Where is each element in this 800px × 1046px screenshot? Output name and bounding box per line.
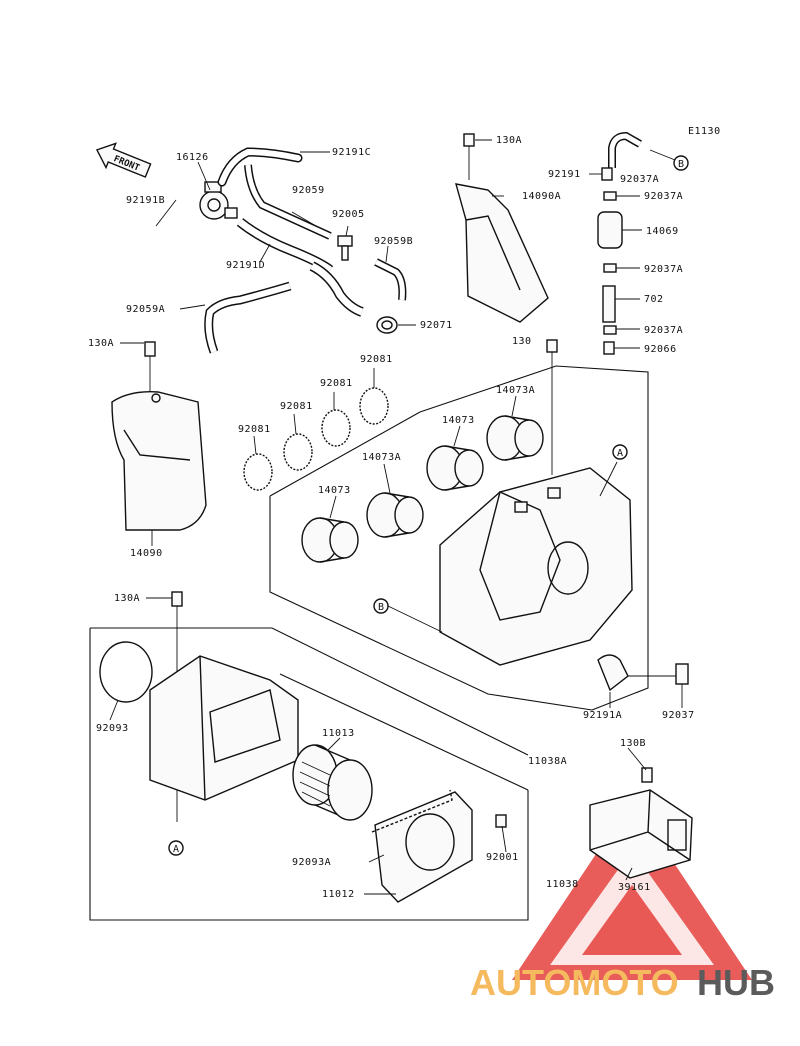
filter-cover-11012: [371, 789, 507, 903]
watermark-logo: AUTOMOTO HUB: [470, 800, 775, 1003]
label-92191d: 92191D: [226, 260, 265, 271]
label-14073a-1: 14073A: [496, 385, 535, 396]
part-number-labels: 16126 92191C 92059 92191B 92005 92059B 9…: [88, 135, 695, 900]
air-ducts: [301, 415, 544, 563]
label-130a-left: 130A: [88, 338, 114, 349]
label-92037a-4: 92037A: [644, 325, 683, 336]
label-92066: 92066: [644, 344, 677, 355]
label-130a-top: 130A: [496, 135, 522, 146]
watermark-text-automoto: AUTOMOTO: [470, 962, 679, 1003]
label-92081-1: 92081: [238, 424, 271, 435]
label-92191c: 92191C: [332, 147, 371, 158]
label-11012: 11012: [322, 889, 355, 900]
filter-element-11013: [292, 744, 373, 821]
label-39161: 39161: [618, 882, 651, 893]
label-702: 702: [644, 294, 664, 305]
outline-lower-top: [90, 627, 529, 756]
label-92191b: 92191B: [126, 195, 165, 206]
ref-b-left: B: [378, 602, 385, 613]
diagram-code: E1130: [688, 126, 721, 137]
air-box-upper: [373, 339, 633, 666]
ref-b-top: B: [678, 159, 685, 170]
bracket-14090a: [455, 133, 549, 323]
label-92191: 92191: [548, 169, 581, 180]
label-130a-bottom: 130A: [114, 593, 140, 604]
label-92037a-2: 92037A: [644, 191, 683, 202]
breather-stack: [597, 131, 642, 355]
label-14090a: 14090A: [522, 191, 561, 202]
leader-lines: [109, 139, 689, 895]
label-92071: 92071: [420, 320, 453, 331]
label-92081-2: 92081: [280, 401, 313, 412]
air-valve-assembly: [137, 147, 407, 354]
fitting-92191a: [597, 654, 689, 692]
label-11038: 11038: [546, 879, 579, 890]
label-92001: 92001: [486, 852, 519, 863]
label-92059a: 92059A: [126, 304, 165, 315]
label-92037a-3: 92037A: [644, 264, 683, 275]
label-14069: 14069: [646, 226, 679, 237]
label-130: 130: [512, 336, 532, 347]
label-14073a-2: 14073A: [362, 452, 401, 463]
reference-markers: B B A A: [173, 159, 685, 855]
cover-14090: [111, 341, 207, 531]
label-92081-3: 92081: [320, 378, 353, 389]
silencer-39161: [589, 767, 693, 879]
label-130b: 130B: [620, 738, 646, 749]
label-14090: 14090: [130, 548, 163, 559]
outline-lower-box: [89, 628, 529, 921]
label-14073-1: 14073: [442, 415, 475, 426]
label-92059b: 92059B: [374, 236, 413, 247]
outline-upper-left: [269, 411, 593, 711]
label-92059: 92059: [292, 185, 325, 196]
label-14073-2: 14073: [318, 485, 351, 496]
label-92005: 92005: [332, 209, 365, 220]
ref-a-upper: A: [617, 448, 624, 459]
watermark-text-hub: HUB: [697, 962, 775, 1003]
air-box-lower: [99, 591, 299, 856]
label-92093: 92093: [96, 723, 129, 734]
label-92093a: 92093A: [292, 857, 331, 868]
outline-upper-right: [419, 365, 649, 711]
label-16126: 16126: [176, 152, 209, 163]
ref-a-lower: A: [173, 844, 180, 855]
label-92191a: 92191A: [583, 710, 622, 721]
label-11038a: 11038A: [528, 756, 567, 767]
front-arrow-icon: FRONT: [95, 142, 152, 178]
label-92081-4: 92081: [360, 354, 393, 365]
label-92037a-1: 92037A: [620, 174, 659, 185]
label-92037: 92037: [662, 710, 695, 721]
label-11013: 11013: [322, 728, 355, 739]
outline-lower-inner: [279, 673, 529, 791]
clamp-rings: [243, 387, 389, 491]
